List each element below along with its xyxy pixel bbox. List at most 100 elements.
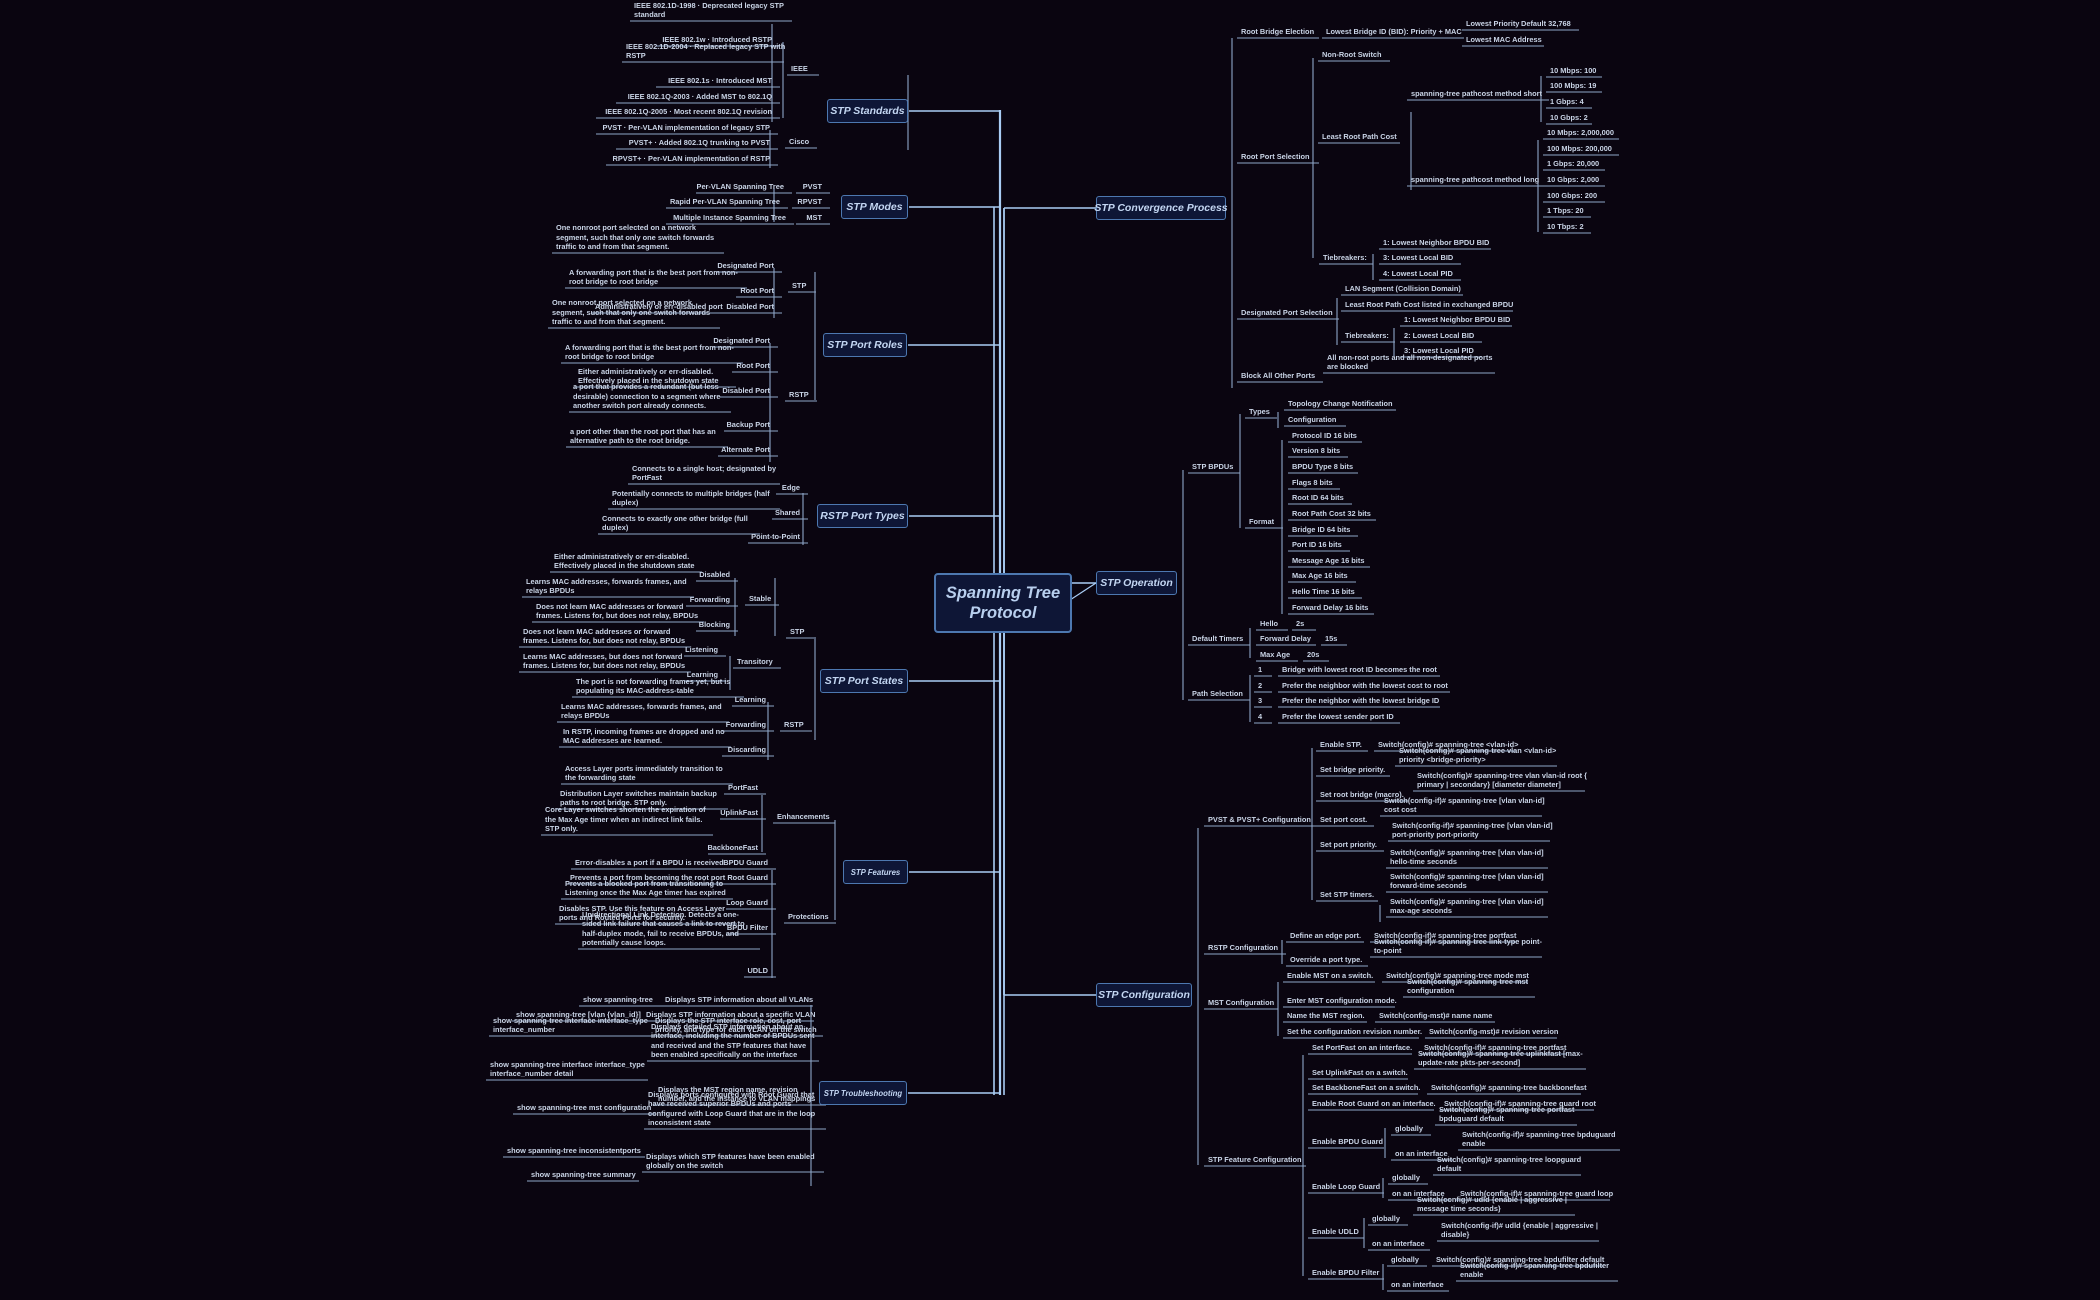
subtopic-node[interactable]: Types [1249,407,1270,416]
subtopic-node[interactable]: globally [1372,1214,1400,1223]
subtopic-node[interactable]: 1 Tbps: 20 [1547,206,1584,215]
subtopic-node[interactable]: Configuration [1288,415,1337,424]
subtopic-node[interactable]: Root ID 64 bits [1292,493,1344,502]
subtopic-node[interactable]: IEEE 802.1D-2004 · Replaced legacy STP w… [626,41,786,61]
subtopic-node[interactable]: 1 [1258,665,1263,674]
subtopic-node[interactable]: Switch(config)# spanning-tree backbonefa… [1431,1083,1587,1092]
subtopic-node[interactable]: Switch(config)# spanning-tree portfast b… [1439,1104,1575,1124]
subtopic-node[interactable]: globally [1391,1255,1419,1264]
subtopic-node[interactable]: UDLD [747,966,768,975]
subtopic-node[interactable]: Learns MAC addresses, forwards frames, a… [526,576,687,596]
subtopic-node[interactable]: Enable Loop Guard [1312,1182,1381,1191]
subtopic-node[interactable]: Enter MST configuration mode. [1287,996,1397,1005]
subtopic-node[interactable]: Forwarding [725,720,766,729]
subtopic-node[interactable]: Switch(config-mst)# revision version [1429,1027,1559,1036]
subtopic-node[interactable]: Protocol ID 16 bits [1292,431,1357,440]
subtopic-node[interactable]: Root Path Cost 32 bits [1292,509,1371,518]
subtopic-node[interactable]: Transitory [737,657,773,666]
subtopic-node[interactable]: globally [1395,1124,1423,1133]
subtopic-node[interactable]: Block All Other Ports [1241,371,1316,380]
subtopic-node[interactable]: Prevents a blocked port from transitioni… [565,878,726,898]
subtopic-node[interactable]: Displays ports configured with Root Guar… [648,1089,816,1128]
subtopic-node[interactable]: Switch(config)# spanning-tree bpdufilter… [1436,1255,1605,1264]
subtopic-node[interactable]: Message Age 16 bits [1292,556,1365,565]
subtopic-node[interactable]: 2: Lowest Local BID [1404,331,1475,340]
subtopic-node[interactable]: BPDU Type 8 bits [1292,462,1354,471]
subtopic-node[interactable]: STP BPDUs [1192,462,1234,471]
subtopic-node[interactable]: PortFast [728,783,758,792]
subtopic-node[interactable]: Displays STP information about all VLANs [665,995,814,1004]
subtopic-node[interactable]: 10 Gbps: 2 [1550,113,1588,122]
subtopic-node[interactable]: Name the MST region. [1287,1011,1365,1020]
subtopic-node[interactable]: Multiple Instance Spanning Tree [673,213,786,222]
subtopic-node[interactable]: Unidirectional Link Detection. Detects a… [582,909,745,948]
subtopic-node[interactable]: 4 [1258,712,1263,721]
subtopic-node[interactable]: Displays the MST region name, revision n… [658,1084,816,1104]
subtopic-node[interactable]: 1: Lowest Neighbor BPDU BID [1404,315,1511,324]
subtopic-node[interactable]: Root Port [740,286,774,295]
subtopic-node[interactable]: Loop Guard [726,898,768,907]
subtopic-node[interactable]: Switch(config)# spanning-tree uplinkfast… [1418,1048,1583,1068]
subtopic-node[interactable]: Switch(config)# spanning-tree mode mst [1386,971,1529,980]
subtopic-node[interactable]: Max Age [1260,650,1291,659]
subtopic-node[interactable]: a port other than the root port that has… [570,426,716,446]
subtopic-node[interactable]: BPDU Filter [726,923,768,932]
subtopic-node[interactable]: Set UplinkFast on a switch. [1312,1068,1408,1077]
subtopic-node[interactable]: Set STP timers. [1320,890,1375,899]
subtopic-node[interactable]: Format [1249,517,1275,526]
topic-modes[interactable]: STP Modes [841,195,908,219]
subtopic-node[interactable]: Disabled Port [722,386,770,395]
subtopic-node[interactable]: Switch(config-if)# spanning-tree portfas… [1374,931,1517,940]
subtopic-node[interactable]: Bridge with lowest root ID becomes the r… [1282,665,1437,674]
subtopic-node[interactable]: Forward Delay [1260,634,1311,643]
subtopic-node[interactable]: 2s [1296,619,1305,628]
topic-states[interactable]: STP Port States [820,669,908,693]
subtopic-node[interactable]: 2 [1258,681,1263,690]
subtopic-node[interactable]: Either administratively or err-disabled.… [554,551,695,571]
subtopic-node[interactable]: One nonroot port selected on a network s… [556,223,715,251]
subtopic-node[interactable]: Switch(config-if)# spanning-tree link-ty… [1374,936,1542,956]
subtopic-node[interactable]: Displays detailed STP information about … [651,1021,815,1060]
subtopic-node[interactable]: Stable [749,594,772,603]
subtopic-node[interactable]: Switch(config-if)# spanning-tree bpdugua… [1462,1129,1616,1149]
central-topic-spanning-tree-protocol[interactable]: Spanning Tree Protocol [934,573,1072,633]
subtopic-node[interactable]: Least Root Path Cost listed in exchanged… [1345,300,1514,309]
subtopic-node[interactable]: Set port priority. [1320,840,1377,849]
subtopic-node[interactable]: globally [1392,1173,1420,1182]
subtopic-node[interactable]: show spanning-tree [vlan {vlan_id}] [516,1010,641,1019]
subtopic-node[interactable]: Discarding [727,745,766,754]
subtopic-node[interactable]: RPVST [797,197,822,206]
subtopic-node[interactable]: 3: Lowest Local BID [1383,253,1454,262]
subtopic-node[interactable]: Default 32,768 [1521,19,1571,28]
subtopic-node[interactable]: Enhancements [777,812,830,821]
subtopic-node[interactable]: spanning-tree pathcost method long [1411,175,1540,184]
subtopic-node[interactable]: BackboneFast [707,843,758,852]
subtopic-node[interactable]: Either administratively or err-disabled.… [578,366,719,386]
subtopic-node[interactable]: 10 Gbps: 2,000 [1547,175,1600,184]
subtopic-node[interactable]: Prefer the neighbor with the lowest cost… [1282,681,1448,690]
subtopic-node[interactable]: Switch(config-if)# spanning-tree bpdufil… [1460,1260,1610,1280]
subtopic-node[interactable]: Switch(config-if)# spanning-tree [vlan v… [1384,795,1545,815]
subtopic-node[interactable]: Connects to exactly one other bridge (fu… [602,513,748,533]
subtopic-node[interactable]: Switch(config)# spanning-tree mst config… [1407,976,1529,996]
subtopic-node[interactable]: Backup Port [726,420,770,429]
topic-convergence[interactable]: STP Convergence Process [1094,196,1228,220]
topic-operation[interactable]: STP Operation [1096,571,1177,595]
subtopic-node[interactable]: Set BackboneFast on a switch. [1312,1083,1421,1092]
subtopic-node[interactable]: Displays which STP features have been en… [646,1151,815,1171]
subtopic-node[interactable]: Set port cost. [1320,815,1368,824]
topic-rtypes[interactable]: RSTP Port Types [817,504,908,528]
subtopic-node[interactable]: Blocking [698,620,730,629]
subtopic-node[interactable]: Bridge ID 64 bits [1292,525,1351,534]
subtopic-node[interactable]: 20s [1307,650,1320,659]
subtopic-node[interactable]: Switch(config)# spanning-tree <vlan-id> [1378,740,1519,749]
subtopic-node[interactable]: Switch(config)# spanning-tree loopguard … [1437,1154,1582,1174]
subtopic-node[interactable]: Prefer the lowest sender port ID [1282,712,1394,721]
subtopic-node[interactable]: Learns MAC addresses, but does not forwa… [523,651,686,671]
subtopic-node[interactable]: STP Feature Configuration [1208,1155,1302,1164]
subtopic-node[interactable]: Point-to-Point [751,532,800,541]
subtopic-node[interactable]: Enable BPDU Guard [1312,1137,1384,1146]
subtopic-node[interactable]: Disabled Port [726,302,774,311]
subtopic-node[interactable]: Protections [788,912,829,921]
subtopic-node[interactable]: Potentially connects to multiple bridges… [612,488,770,508]
